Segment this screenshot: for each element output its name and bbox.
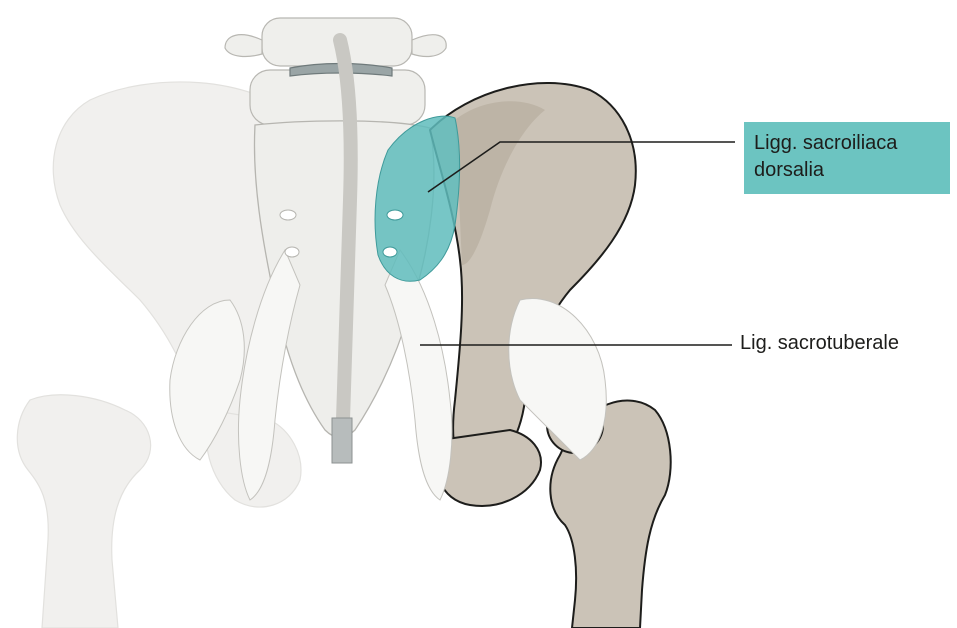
lumbar-vertebrae: [225, 18, 446, 125]
label-sacroiliac-line1: Ligg. sacroiliaca: [754, 130, 940, 157]
label-lig-sacrotuberale: Lig. sacrotuberale: [740, 330, 899, 356]
label-sacroiliac-line2: dorsalia: [754, 157, 940, 184]
lumbar-transverse-right: [412, 35, 446, 57]
lumbar-transverse-left: [225, 35, 262, 57]
sacral-foramen-1: [387, 210, 403, 220]
sacrotuberous-ligament-right: [385, 250, 452, 500]
sacral-foramen-2: [383, 247, 397, 257]
sacral-foramen-left-2: [285, 247, 299, 257]
label-ligg-sacroiliaca-dorsalia: Ligg. sacroiliaca dorsalia: [744, 122, 950, 194]
sacral-foramen-left-1: [280, 210, 296, 220]
left-femur-faded: [17, 395, 150, 628]
coccyx: [332, 418, 352, 463]
vertebra-lower: [250, 70, 425, 125]
